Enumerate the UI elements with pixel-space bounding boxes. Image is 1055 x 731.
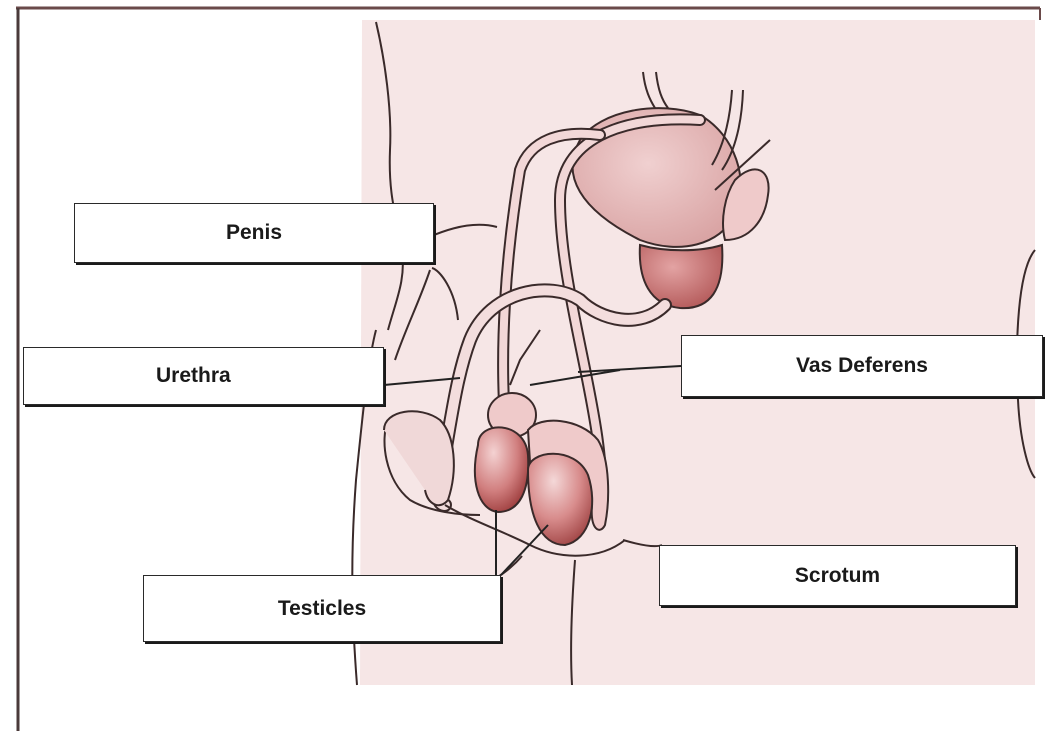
label-penis: Penis [74, 203, 434, 263]
testicle-left [475, 427, 528, 512]
label-scrotum-text: Scrotum [795, 564, 880, 588]
label-vas-deferens-text: Vas Deferens [796, 354, 928, 378]
label-vas-deferens: Vas Deferens [681, 335, 1043, 397]
label-testicles: Testicles [143, 575, 501, 642]
label-scrotum: Scrotum [659, 545, 1016, 606]
label-penis-text: Penis [226, 221, 282, 245]
label-testicles-text: Testicles [278, 597, 366, 621]
label-urethra-text: Urethra [156, 364, 231, 388]
label-urethra: Urethra [23, 347, 384, 405]
